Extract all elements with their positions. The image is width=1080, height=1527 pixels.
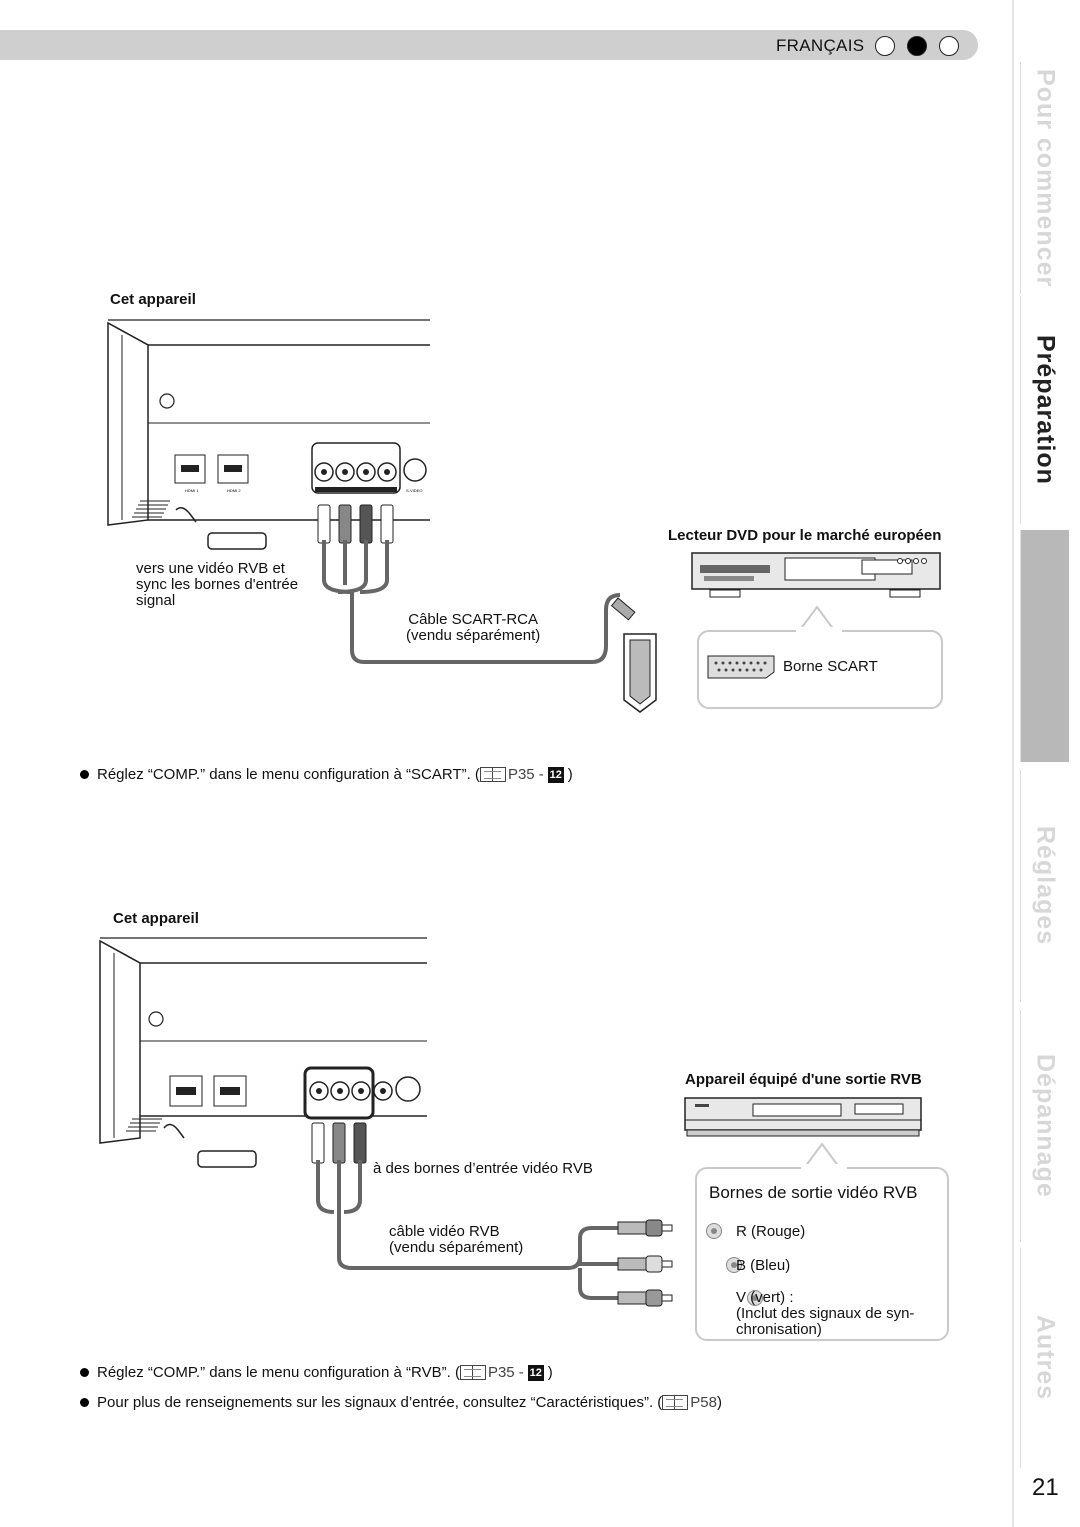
scart-rca-cable-illustration	[322, 540, 657, 713]
input-note-2: à des bornes d’entrée vidéo RVB	[373, 1160, 593, 1177]
target-label-1: Lecteur DVD pour le marché européen	[668, 527, 942, 544]
header-bar	[0, 30, 978, 60]
target-label-2: Appareil équipé d'une sortie RVB	[685, 1071, 922, 1088]
output-blue-label: B (Bleu)	[736, 1257, 791, 1274]
hdmi1-text: HDMI 1	[185, 488, 199, 493]
svideo-text: S-VIDEO	[406, 488, 422, 493]
note-input-signals: Pour plus de renseignements sur les sign…	[80, 1394, 722, 1411]
output-red-label: R (Rouge)	[736, 1223, 806, 1240]
cable-label-2: câble vidéo RVB (vendu séparément)	[389, 1223, 524, 1256]
page-number: 21	[1032, 1474, 1059, 1501]
scart-terminal-label: Borne SCART	[783, 658, 878, 675]
side-tab-blank[interactable]	[1020, 530, 1069, 762]
device-label-2: Cet appareil	[113, 910, 199, 927]
bullet-icon	[80, 1368, 89, 1377]
rgb-device-illustration	[684, 1097, 922, 1137]
rgb-video-cable-illustration	[316, 1160, 673, 1307]
dvd-player-illustration	[691, 552, 941, 598]
step-badge: 12	[527, 1364, 544, 1381]
side-tab-reglages[interactable]: Réglages	[1020, 770, 1069, 1002]
manual-book-icon	[459, 1365, 486, 1380]
red-jack-icon	[706, 1223, 722, 1239]
note-rgb-setting: Réglez “COMP.” dans le menu configuratio…	[80, 1364, 553, 1381]
output-green-label: V (vert) : (Inclut des signaux de syn- c…	[736, 1289, 915, 1338]
manual-book-icon	[479, 767, 506, 782]
scart-connector-icon	[707, 655, 775, 679]
side-divider	[1012, 0, 1014, 1527]
rgb-output-title: Bornes de sortie vidéo RVB	[709, 1183, 918, 1202]
language-label: FRANÇAIS	[776, 36, 865, 55]
projector-rear-illustration-2	[99, 937, 427, 1168]
note-scart-setting: Réglez “COMP.” dans le menu configuratio…	[80, 766, 573, 783]
language-indicator-2-active	[907, 36, 927, 56]
blue-jack-icon	[726, 1257, 743, 1273]
input-note-1: vers une vidéo RVB et sync les bornes d'…	[136, 560, 299, 609]
side-tab-depannage[interactable]: Dépannage	[1020, 1010, 1069, 1242]
projector-rear-illustration-1: HDMI 1 HDMI 2 S-VIDEO	[107, 319, 430, 550]
hdmi2-text: HDMI 2	[227, 488, 241, 493]
side-tab-autres[interactable]: Autres	[1020, 1248, 1069, 1468]
cable-label-1: Câble SCART-RCA (vendu séparément)	[406, 611, 541, 644]
bullet-icon	[80, 770, 89, 779]
language-indicator-1	[875, 36, 895, 56]
language-indicator-3	[939, 36, 959, 56]
step-badge: 12	[547, 766, 564, 783]
side-tab-preparation[interactable]: Préparation	[1020, 296, 1069, 524]
device-label-1: Cet appareil	[110, 291, 196, 308]
bullet-icon	[80, 1398, 89, 1407]
side-tab-pour-commencer[interactable]: Pour commencer	[1020, 62, 1069, 294]
green-jack-icon	[746, 1290, 763, 1306]
manual-book-icon	[662, 1395, 689, 1410]
rgb-output-callout	[695, 1167, 949, 1341]
